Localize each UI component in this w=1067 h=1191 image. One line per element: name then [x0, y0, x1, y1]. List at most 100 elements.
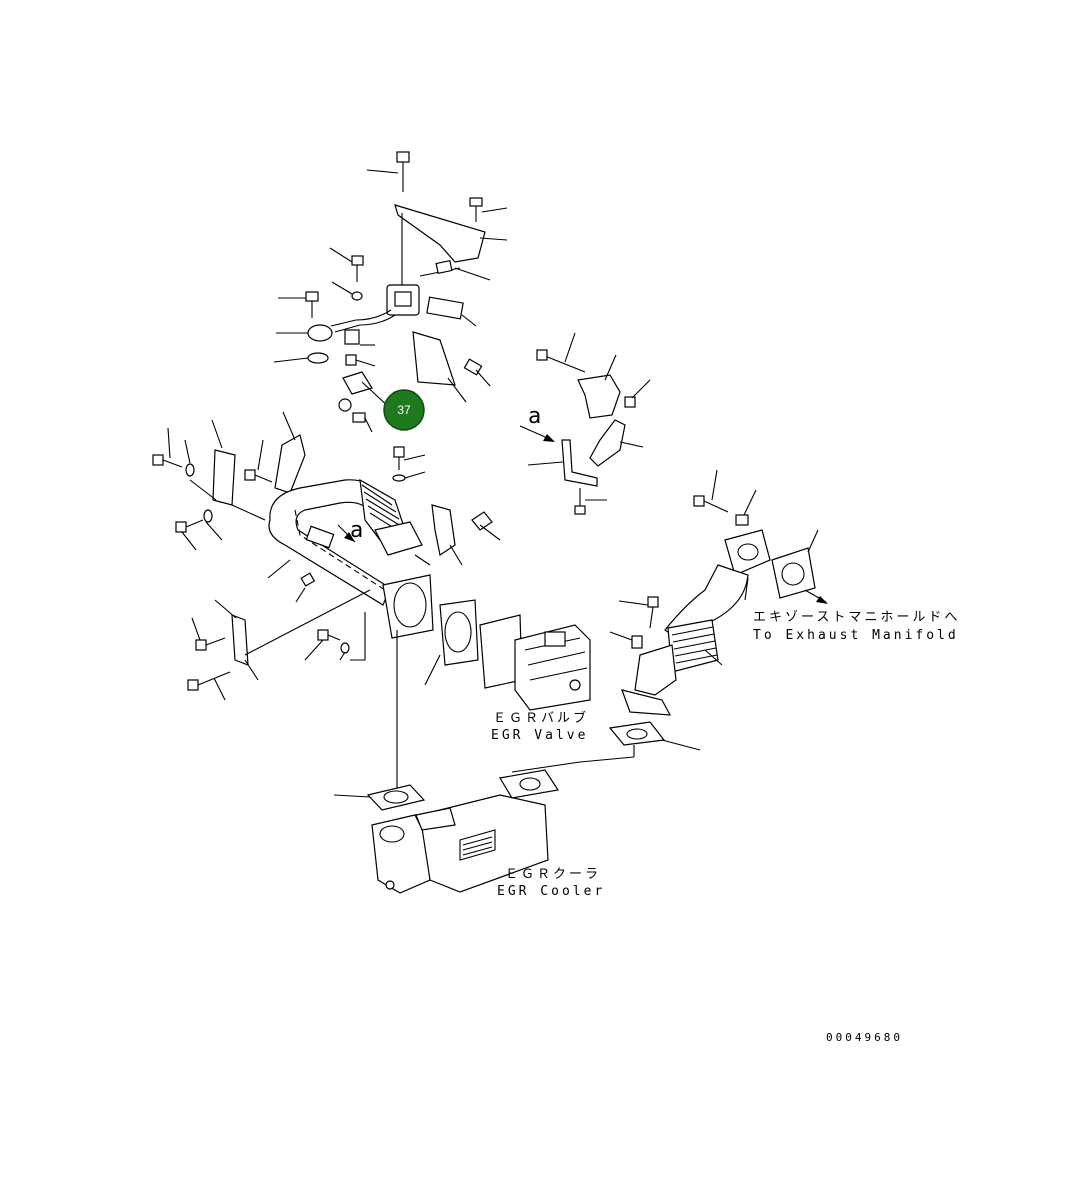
leader-line	[631, 379, 651, 399]
bolt-head	[305, 291, 319, 302]
valve-actuator	[544, 631, 566, 647]
egr-cooler-label-en: EGR Cooler	[497, 884, 605, 899]
leader-line	[191, 617, 201, 641]
exhaust-label-jp: エキゾーストマニホールドへ	[753, 610, 960, 625]
bolt-shank	[703, 500, 729, 513]
outlet-bore	[519, 777, 541, 791]
egr-cooler: ＥＧＲクーラ EGR Cooler	[333, 769, 605, 899]
callout-circle[interactable]	[383, 389, 425, 431]
leader-line	[744, 577, 749, 601]
washer	[340, 642, 350, 654]
leader-line	[211, 419, 223, 449]
leader-line	[403, 454, 426, 461]
bolt-head	[195, 639, 207, 651]
leader-line	[184, 439, 191, 464]
sensor-bolt-head	[435, 259, 453, 275]
clamp-half	[589, 419, 626, 467]
washer	[203, 509, 213, 523]
bolt-shank	[185, 519, 204, 528]
leader-line	[619, 441, 644, 448]
washer	[392, 474, 406, 482]
cooler-outlet-gasket	[511, 721, 701, 773]
arrow-a-head	[543, 434, 555, 442]
outlet-gasket	[608, 721, 666, 746]
bolt-head	[574, 505, 586, 515]
view-a-label-2: a	[528, 404, 541, 429]
leader-line	[711, 469, 718, 501]
stud	[631, 635, 643, 649]
callout-37[interactable]: 37	[383, 389, 425, 431]
bolt-head	[175, 521, 187, 533]
leader-line	[454, 267, 491, 281]
leader-line	[461, 314, 477, 327]
leader-line	[331, 281, 353, 295]
gasket-bore	[444, 611, 472, 653]
leader-line	[404, 471, 426, 479]
leader-line	[205, 521, 223, 541]
pipe-right-clamp	[431, 504, 501, 566]
leader-line	[189, 479, 217, 501]
bolt-head	[300, 572, 316, 587]
leader-line	[273, 357, 309, 363]
washer	[185, 463, 195, 477]
valve-gasket	[439, 599, 479, 666]
cooler-plate-lines	[462, 836, 493, 856]
bolt-shank	[649, 606, 654, 629]
callout-number[interactable]: 37	[397, 403, 411, 417]
leader-line	[339, 651, 346, 661]
top-bracket-group	[366, 151, 508, 285]
bolt-shank	[254, 474, 273, 483]
bracket-bolt-head	[469, 197, 483, 207]
bolt-head	[317, 629, 329, 641]
sensor-plate	[412, 331, 456, 386]
bolt-shank	[162, 459, 183, 468]
cooler-gasket	[366, 784, 426, 811]
leader-line	[511, 756, 635, 773]
leader-line	[447, 377, 467, 403]
exhaust-flange	[724, 529, 771, 576]
leader-line	[181, 531, 197, 551]
gasket-bore	[383, 790, 409, 804]
bolt-shank	[327, 634, 341, 641]
washer	[351, 291, 363, 301]
cooler-outlet-flange	[499, 769, 559, 799]
egr-cooler-label-jp: ＥＧＲクーラ	[505, 867, 601, 882]
bolt-shank	[364, 417, 373, 433]
hose-clamp	[307, 324, 333, 342]
gasket-bore	[781, 562, 805, 586]
leader-line	[414, 554, 431, 566]
exhaust-label-en: To Exhaust Manifold	[753, 628, 959, 643]
flange-bore	[737, 543, 759, 561]
exhaust-pipe-lower	[634, 644, 677, 696]
clamp-washer	[307, 352, 329, 364]
bolt-head	[647, 596, 659, 608]
bolt-head	[352, 412, 366, 423]
leader-line	[257, 439, 264, 471]
sensor-hose	[330, 309, 392, 327]
nut	[338, 398, 352, 412]
leader-line	[329, 247, 353, 263]
leader-line	[661, 739, 701, 751]
arrow-head	[816, 596, 828, 604]
leader-line	[449, 544, 463, 566]
bolt-head	[536, 349, 548, 361]
nut	[345, 354, 357, 366]
flange-bore	[393, 582, 427, 628]
clamp-half	[212, 449, 236, 506]
leader-line	[350, 612, 366, 661]
bolt-head	[244, 469, 256, 481]
sensor-port	[394, 291, 412, 307]
bellows-ribs	[671, 626, 718, 664]
exhaust-gasket	[771, 547, 816, 599]
bellows-ribs	[361, 484, 403, 534]
bolt-head	[393, 446, 405, 458]
arrow-a-head	[344, 532, 355, 542]
clamp-half	[431, 504, 456, 556]
left-clamp-group	[152, 411, 306, 551]
leader-line	[231, 504, 266, 521]
connector	[426, 296, 464, 320]
view-a-label-1: a	[350, 518, 363, 543]
leader-line	[244, 589, 371, 656]
plate-bolt	[463, 358, 483, 376]
